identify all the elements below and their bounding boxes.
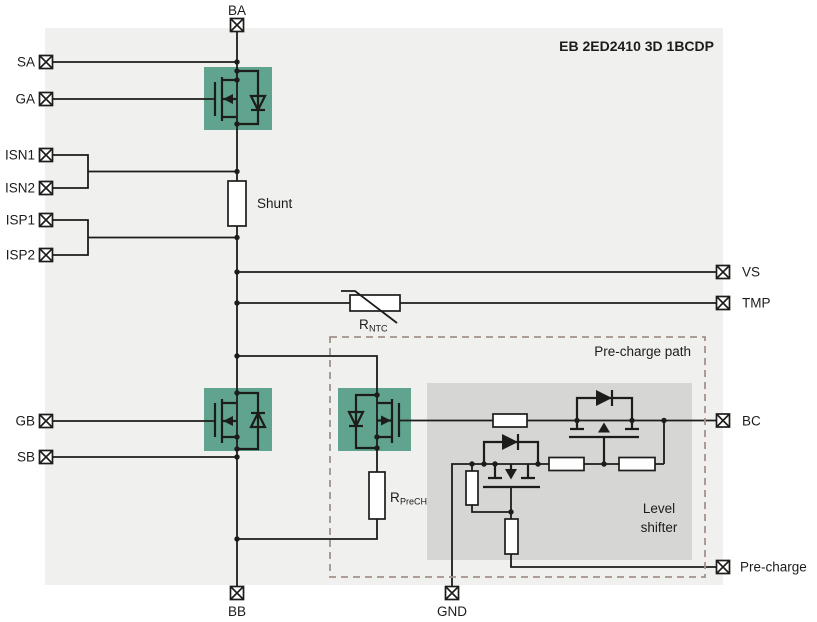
terminal-bb	[229, 585, 245, 601]
terminal-precharge	[715, 559, 731, 575]
levelshifter-resistor-bottom	[504, 518, 519, 555]
mosfet-b-symbol	[213, 391, 267, 451]
fet-low-body-arrow	[505, 469, 517, 480]
mosfet-b-body-arrow	[223, 416, 233, 426]
label-gnd: GND	[437, 604, 467, 619]
label-rntc-sub: NTC	[369, 324, 388, 334]
label-rprech-sub: PreCH	[400, 497, 427, 507]
label-isn1: ISN1	[5, 148, 35, 163]
wire-isn	[52, 154, 237, 189]
ntc-resistor	[349, 294, 401, 312]
label-sb: SB	[17, 450, 35, 465]
precharge-path-outline	[329, 336, 706, 578]
terminal-vs	[715, 264, 731, 280]
label-shunt: Shunt	[257, 196, 293, 211]
fet-high-body-arrow	[598, 422, 610, 433]
label-vs: VS	[742, 265, 760, 280]
junction-dots	[234, 59, 667, 542]
wire-gnd-and-midrow	[451, 420, 665, 587]
label-bc: BC	[742, 414, 761, 429]
mosfet-b-diode-loop	[237, 391, 260, 451]
terminal-bc	[715, 413, 731, 428]
label-bb: BB	[228, 604, 246, 619]
mosfet-precharge-symbol	[347, 393, 401, 450]
mosfet-a-diode-loop	[237, 69, 260, 126]
terminal-ga	[38, 91, 54, 107]
terminal-isn1	[38, 147, 54, 163]
mosfet-c-diode-loop	[354, 393, 377, 450]
shunt-resistor	[227, 180, 247, 227]
terminal-tmp	[715, 295, 731, 311]
label-precharge-path: Pre-charge path	[594, 344, 691, 359]
terminal-isp2	[38, 247, 54, 263]
levelshifter-resistor-left	[465, 470, 479, 506]
fet-low-diode-triangle	[502, 434, 518, 450]
label-rntc-base: R	[359, 317, 369, 332]
label-isn2: ISN2	[5, 181, 35, 196]
label-level-shifter-1: Level	[643, 501, 675, 516]
terminal-isn2	[38, 180, 54, 196]
mosfet-a-body-arrow	[223, 94, 233, 104]
levelshifter-resistor-1	[492, 413, 528, 428]
label-sa: SA	[17, 55, 35, 70]
label-isp1: ISP1	[6, 213, 35, 228]
wire-isp	[52, 219, 237, 256]
label-gb: GB	[15, 414, 35, 429]
label-tmp: TMP	[742, 296, 771, 311]
mosfet-c-diode-triangle	[347, 410, 365, 429]
label-ba: BA	[228, 3, 246, 18]
board-title: EB 2ED2410 3D 1BCDP	[559, 38, 714, 54]
terminal-isp1	[38, 212, 54, 228]
label-level-shifter-2: shifter	[641, 520, 678, 535]
mosfet-a-diode-triangle	[249, 94, 267, 113]
terminal-ba	[229, 17, 245, 33]
label-isp2: ISP2	[6, 248, 35, 263]
label-ga: GA	[15, 92, 35, 107]
mosfet-c-body-arrow	[381, 415, 391, 426]
mosfet-a-symbol	[213, 69, 267, 126]
terminal-gb	[38, 413, 54, 429]
label-rprech-base: R	[390, 490, 400, 505]
mosfet-b-diode-triangle	[249, 410, 267, 429]
levelshifter-resistor-3	[618, 456, 656, 472]
precharge-resistor	[368, 471, 386, 520]
fet-high-diode-triangle	[596, 390, 612, 406]
ntc-diagonal-stroke	[341, 290, 398, 324]
levelshifter-resistor-2	[548, 456, 585, 472]
label-precharge: Pre-charge	[740, 560, 807, 575]
terminal-sb	[38, 449, 54, 465]
terminal-gnd	[444, 585, 460, 601]
wire-precharge-out	[510, 554, 717, 568]
terminal-sa	[38, 54, 54, 70]
